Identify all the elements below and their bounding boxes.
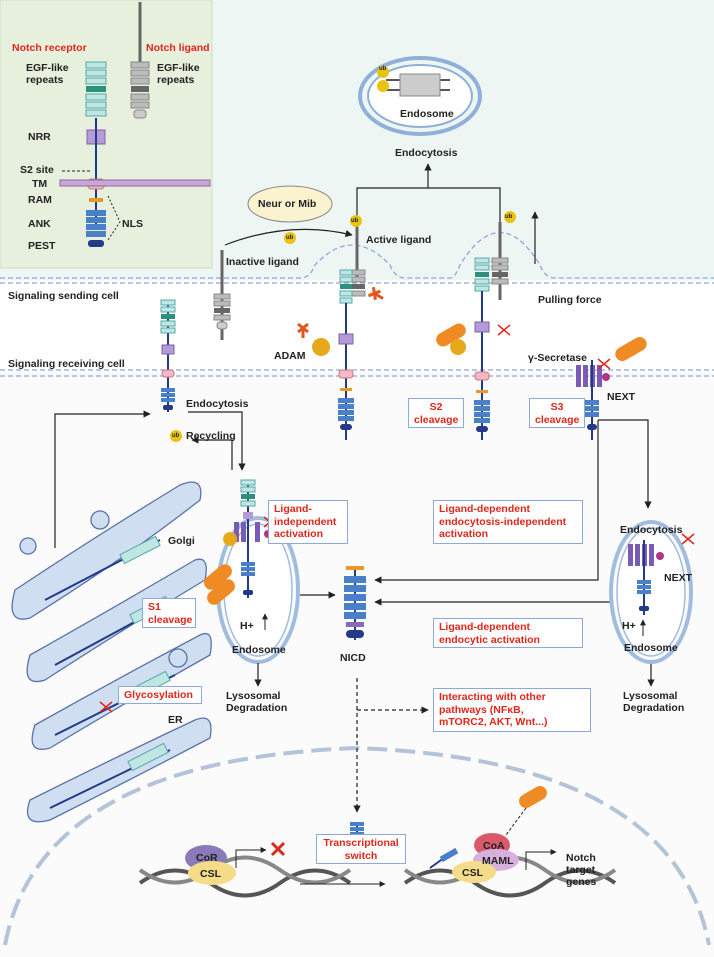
maml-label: MAML [482, 855, 514, 867]
neur-mib-label: Neur or Mib [258, 198, 317, 210]
recycling-arrows [54, 410, 246, 548]
egf-ligand-label: EGF-like repeats [157, 62, 200, 87]
endosome-right-label: Endosome [624, 642, 678, 654]
endocytosis-left-label: Endocytosis [186, 398, 249, 410]
gamma-secretase-label: γ-Secretase [528, 352, 587, 364]
dna-left [138, 855, 352, 898]
legend-panel [0, 0, 213, 269]
ub-badge-right: ub [505, 214, 513, 220]
ligand-dependent-endocytic-box: Ligand-dependent endocytic activation [433, 618, 583, 648]
gamma-secretase-complex [576, 337, 647, 440]
tm-label: TM [32, 178, 48, 190]
golgi-label: Golgi [168, 535, 195, 547]
ub-badge-top: ub [379, 66, 387, 72]
inactive-ligand-label: Inactive ligand [226, 256, 299, 268]
inactive-ligand [213, 250, 231, 340]
interacting-pathways-box: Interacting with other pathways (NFκB, m… [433, 688, 591, 732]
h-plus-left-label: H+ [240, 620, 254, 632]
glycosylation-box: Glycosylation [118, 686, 202, 704]
legend-ligand-icon [130, 2, 150, 119]
right-endosome [609, 520, 693, 664]
neur-mib-oval [247, 185, 333, 223]
activator-complex [429, 786, 557, 883]
receiving-cell-bg [0, 372, 714, 957]
s2-site-label: S2 site [20, 164, 54, 176]
nicd [344, 566, 366, 640]
receiving-cell-label: Signaling receiving cell [8, 358, 125, 370]
top-endocytosis-label: Endocytosis [395, 147, 458, 159]
ub-badge-active: ub [351, 218, 359, 224]
endocytosis-right-label: Endocytosis [620, 524, 683, 536]
csl-left-label: CSL [200, 868, 221, 880]
nls-label: NLS [122, 218, 143, 230]
s2-complex [436, 211, 516, 440]
next-label: NEXT [607, 391, 636, 403]
csl-right-label: CSL [462, 867, 483, 879]
next-right-label: NEXT [664, 572, 693, 584]
lysosomal-left-label: Lysosomal Degradation [226, 690, 288, 715]
ligand-independent-box: Ligand- independent activation [268, 500, 348, 544]
nrr-label: NRR [28, 131, 51, 143]
transcriptional-switch-box: Transcriptional switch [316, 834, 406, 864]
ligand-dependent-endocytosis-independent-box: Ligand-dependent endocytosis-independent… [433, 500, 583, 544]
pest-label: PEST [28, 240, 56, 252]
endosome-left-label: Endosome [232, 644, 286, 656]
top-arrows [224, 163, 539, 264]
coa-label: CoA [483, 840, 505, 852]
nls-bracket [107, 195, 121, 241]
ub-badge-neur: ub [286, 235, 294, 241]
left-endosome [207, 479, 300, 664]
legend-receptor-icon [62, 61, 107, 247]
ub-badge-recycling: ub [172, 433, 180, 439]
s2-cleavage-box: S2 cleavage [408, 398, 464, 428]
notch-ligand-title: Notch ligand [146, 42, 210, 54]
pulling-force-label: Pulling force [538, 294, 602, 306]
legend-tm-membrane [59, 179, 211, 187]
ank-label: ANK [28, 218, 51, 230]
h-plus-right-label: H+ [622, 620, 636, 632]
sending-membrane [0, 231, 714, 284]
ram-label: RAM [28, 194, 52, 206]
top-endosome [358, 56, 482, 136]
cor-label: CoR [196, 852, 218, 864]
middle-arrows [254, 419, 655, 813]
s1-cleavage-box: S1 cleavage [142, 598, 196, 628]
nicd-label: NICD [340, 652, 366, 664]
golgi-vesicles [19, 510, 188, 668]
er-label: ER [168, 714, 183, 726]
active-ligand-label: Active ligand [366, 234, 432, 246]
egf-receptor-label: EGF-like repeats [26, 62, 69, 87]
repressor-complex [185, 841, 286, 885]
active-ligand-complex [297, 215, 384, 440]
notch-target-genes-label: Notch target genes [566, 852, 597, 889]
s1-pill-icon [204, 564, 232, 590]
lysosomal-right-label: Lysosomal Degradation [623, 690, 685, 715]
left-receptor [160, 299, 182, 442]
sending-cell-label: Signaling sending cell [8, 290, 119, 302]
adam-label: ADAM [274, 350, 306, 362]
s3-cleavage-box: S3 cleavage [529, 398, 585, 428]
top-endosome-label: Endosome [400, 108, 454, 120]
notch-receptor-title: Notch receptor [12, 42, 87, 54]
recycling-label: Recycling [186, 430, 236, 442]
